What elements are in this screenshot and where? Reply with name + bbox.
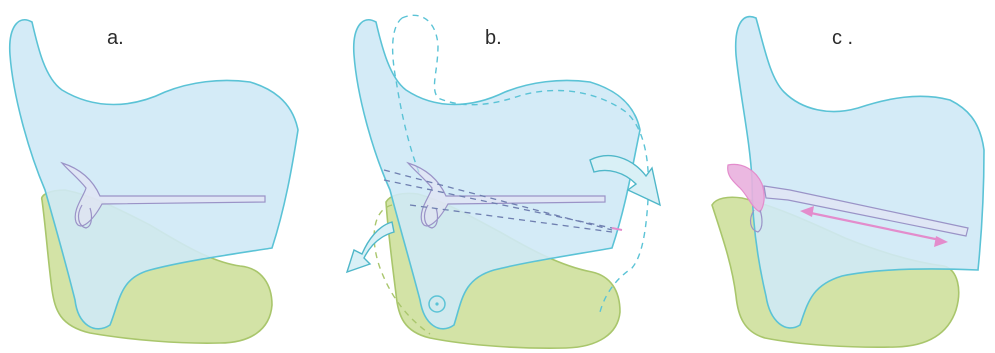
- panel-b: b.: [347, 15, 660, 348]
- panel-c-label: c .: [832, 27, 853, 49]
- panel-b-arrow-left: [347, 222, 394, 272]
- panel-c: c .: [712, 17, 984, 348]
- panel-a-label: a.: [107, 27, 124, 49]
- panel-b-pivot-inner: [435, 302, 438, 305]
- panel-a: a.: [10, 20, 298, 343]
- panel-b-label: b.: [485, 27, 502, 49]
